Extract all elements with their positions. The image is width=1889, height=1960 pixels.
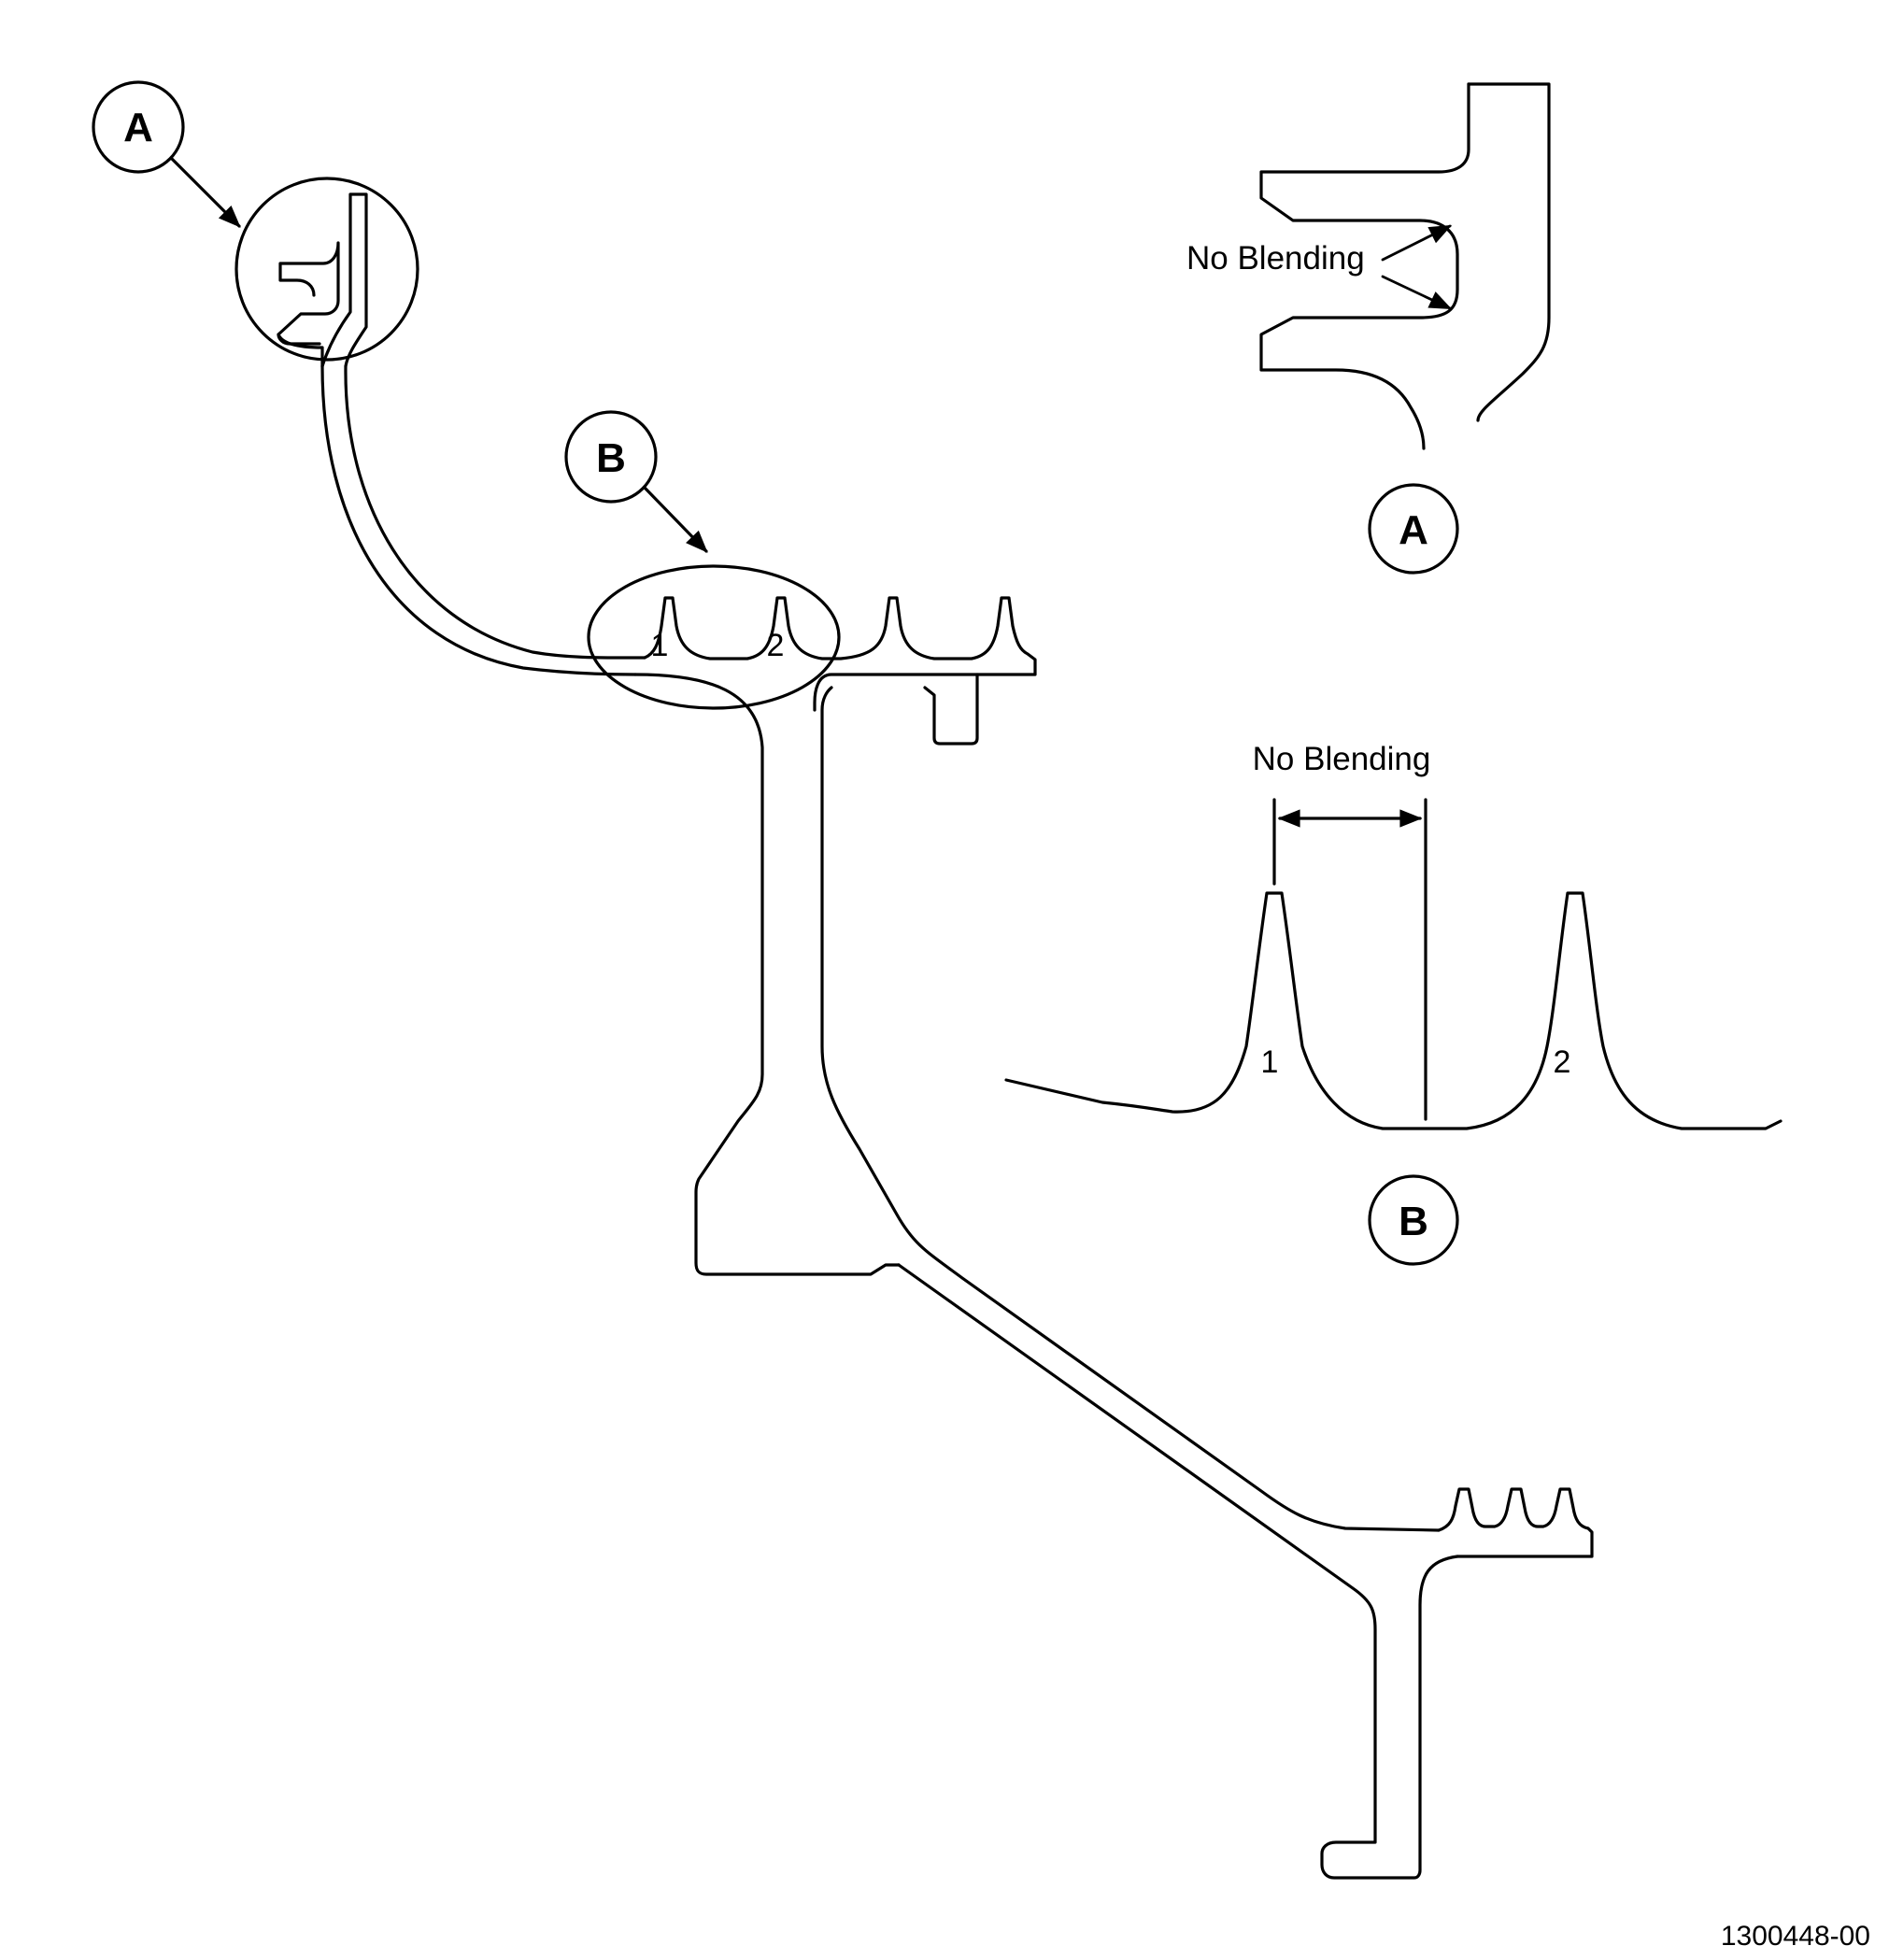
rim-seal-teeth bbox=[643, 596, 1037, 712]
detail-a-caption-bubble bbox=[1368, 483, 1459, 575]
main-tooth-1-number: 1 bbox=[651, 628, 669, 663]
detail-a-no-blending-label: No Blending bbox=[1186, 240, 1365, 277]
detail-a-caption-letter: A bbox=[1399, 507, 1428, 553]
main-section-view: 1 2 bbox=[277, 192, 1594, 1880]
detail-b-leader-arrow bbox=[643, 486, 708, 553]
callout-a-bubble bbox=[92, 80, 185, 174]
detail-a-circle bbox=[234, 177, 419, 362]
detail-b-tooth-2-number: 2 bbox=[1554, 1044, 1571, 1080]
upper-flange-profile bbox=[320, 192, 368, 368]
lower-rim-teeth bbox=[1437, 1487, 1594, 1558]
callout-a-letter: A bbox=[123, 105, 153, 150]
detail-a-outer-profile bbox=[1467, 82, 1551, 422]
detail-b-caption-letter: B bbox=[1399, 1199, 1428, 1244]
detail-a-leader-arrow bbox=[168, 155, 241, 228]
detail-b-ellipse bbox=[587, 564, 841, 710]
main-tooth-2-number: 2 bbox=[767, 628, 785, 663]
curved-spoke-inner bbox=[344, 364, 646, 660]
vertical-web-left bbox=[633, 673, 901, 1276]
detail-b-tooth-1-number: 1 bbox=[1261, 1044, 1279, 1080]
detail-a-region: A bbox=[92, 80, 419, 362]
detail-a-arrow-lower bbox=[1381, 275, 1453, 310]
detail-b-caption-bubble bbox=[1368, 1174, 1459, 1266]
rim-lower-hook bbox=[923, 673, 979, 746]
curved-spoke-outer bbox=[320, 364, 637, 676]
detail-a-view: No Blending A bbox=[1186, 82, 1551, 575]
callout-b-bubble bbox=[564, 410, 658, 504]
callout-b-letter: B bbox=[596, 435, 626, 481]
detail-b-view: No Blending 1 2 B bbox=[1004, 741, 1782, 1266]
document-number: 1300448-00 bbox=[1721, 1921, 1870, 1952]
upper-flange-slot bbox=[277, 241, 340, 346]
detail-b-no-blending-label: No Blending bbox=[1253, 741, 1431, 777]
vertical-web-right bbox=[820, 686, 1441, 1532]
detail-a-slot-profile bbox=[1259, 82, 1470, 450]
detail-a-arrow-upper bbox=[1381, 224, 1453, 262]
detail-b-tooth-profile bbox=[1004, 891, 1782, 1130]
detail-b-region: B bbox=[564, 410, 841, 710]
diagonal-spoke-lower bbox=[897, 1263, 1459, 1880]
